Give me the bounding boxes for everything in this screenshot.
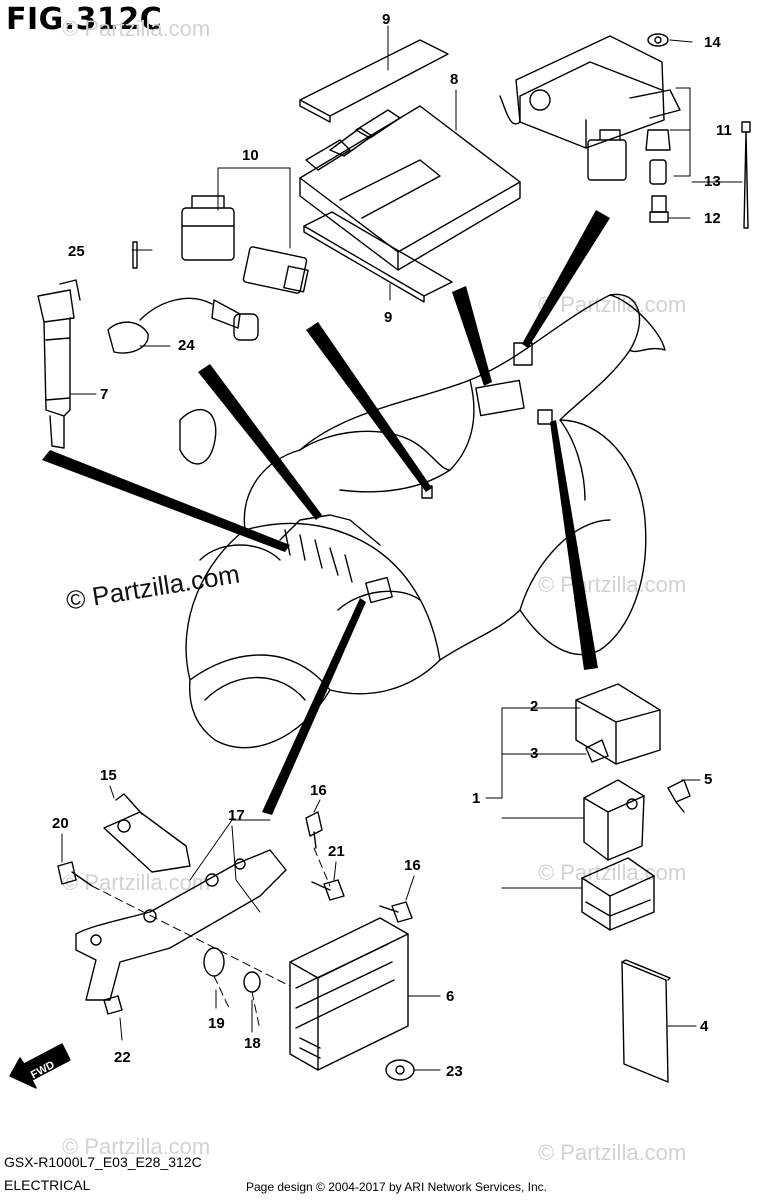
- callout-17: 17: [228, 807, 245, 824]
- ignition-coil: [37, 279, 81, 449]
- callout-9-lower: 9: [384, 309, 392, 326]
- callout-1: 1: [472, 790, 480, 807]
- callout-10: 10: [242, 147, 259, 164]
- callout-7: 7: [100, 386, 108, 403]
- callout-20: 20: [52, 815, 69, 832]
- sensor-cable: [107, 241, 259, 354]
- callout-25: 25: [68, 243, 85, 260]
- callout-9-upper: 9: [382, 11, 390, 28]
- watermark: © Partzilla.com: [62, 1134, 211, 1159]
- regulator-rectifier: [289, 917, 409, 1071]
- callout-24: 24: [178, 337, 195, 354]
- fuse-box-assembly: [499, 33, 751, 229]
- callout-2: 2: [530, 698, 538, 715]
- watermark: © Partzilla.com: [538, 1140, 687, 1165]
- ecm-unit: [299, 105, 521, 271]
- relay-units: [181, 195, 309, 294]
- callout-15: 15: [100, 767, 117, 784]
- callout-18: 18: [244, 1035, 261, 1052]
- callout-12: 12: [704, 210, 721, 227]
- callout-8: 8: [450, 71, 458, 88]
- callout-21: 21: [328, 843, 345, 860]
- callout-14: 14: [704, 34, 721, 51]
- callout-6: 6: [446, 988, 454, 1005]
- watermark: © Partzilla.com: [538, 572, 687, 597]
- pointer-wedges: [42, 210, 610, 815]
- callout-22: 22: [114, 1049, 131, 1066]
- callout-4: 4: [700, 1018, 709, 1035]
- figure-title: FIG.312C: [6, 2, 163, 37]
- callout-16-lower: 16: [404, 857, 421, 874]
- model-code: GSX-R1000L7_E03_E28_312C: [4, 1154, 202, 1170]
- regulator-bracket: [57, 793, 415, 1081]
- ecm-pad-upper: [299, 39, 449, 123]
- motorcycle-outline: [179, 293, 666, 749]
- section-name: ELECTRICAL: [4, 1177, 91, 1193]
- callout-5: 5: [704, 771, 712, 788]
- starter-relay-assembly: [575, 683, 691, 931]
- alignment-lines: [91, 847, 331, 1031]
- callout-13: 13: [704, 173, 721, 190]
- leader-lines: [61, 25, 743, 1071]
- fwd-arrow: [9, 1043, 71, 1089]
- callout-23: 23: [446, 1063, 463, 1080]
- callout-11: 11: [716, 122, 732, 139]
- ecm-pad-lower: [303, 211, 453, 303]
- callout-19: 19: [208, 1015, 225, 1032]
- callout-3: 3: [530, 745, 538, 762]
- watermark: © Partzilla.com: [62, 16, 211, 41]
- callout-numbers: 1 2 3 4 5 6 7 8 9 9 10 11 12 13 14 15 16…: [52, 11, 732, 1080]
- rubber-pad: [621, 959, 671, 1083]
- page-credit: Page design © 2004-2017 by ARI Network S…: [246, 1180, 548, 1194]
- callout-16-upper: 16: [310, 782, 327, 799]
